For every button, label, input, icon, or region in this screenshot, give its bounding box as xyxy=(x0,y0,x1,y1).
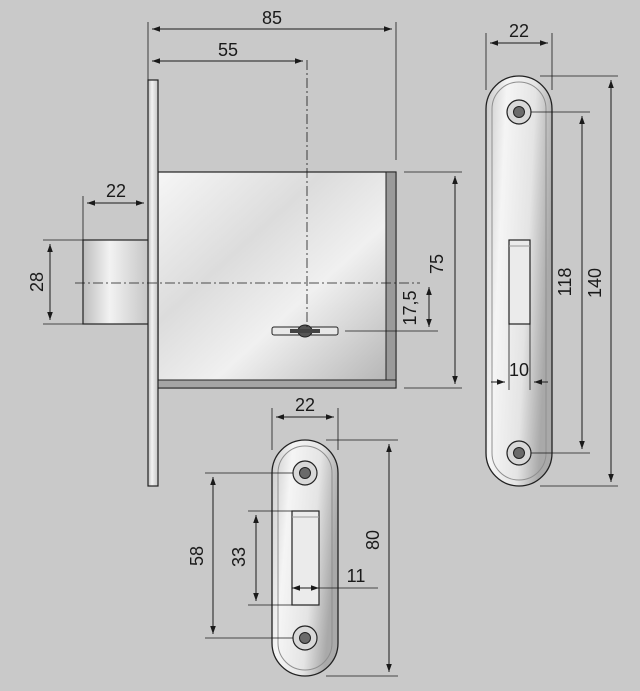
screw-hole-top xyxy=(506,99,532,125)
dim-118: 118 xyxy=(555,268,575,297)
lock-bolt xyxy=(82,239,151,325)
strike-slot-long xyxy=(508,239,531,325)
dim-22-bolt: 22 xyxy=(106,181,126,201)
dim-140: 140 xyxy=(585,268,605,298)
lock-body xyxy=(75,60,420,487)
dim-28: 28 xyxy=(27,272,47,292)
dim-80: 80 xyxy=(363,530,383,550)
strike-plate-long xyxy=(485,75,553,487)
dim-55: 55 xyxy=(218,40,238,60)
dim-10: 10 xyxy=(509,360,529,380)
dim-11: 11 xyxy=(347,566,366,586)
strike-slot-short xyxy=(291,510,320,606)
keyhole xyxy=(271,324,339,338)
dim-75: 75 xyxy=(427,254,447,274)
strike-plate-short xyxy=(271,439,339,677)
screw-hole-bottom-short xyxy=(292,625,318,651)
dim-22-plate-b: 22 xyxy=(295,395,315,415)
lock-case xyxy=(157,171,397,389)
screw-hole-bottom xyxy=(506,440,532,466)
dim-22-plate-a: 22 xyxy=(509,21,529,41)
dim-17-5: 17,5 xyxy=(400,290,420,325)
dim-85: 85 xyxy=(262,8,282,28)
dim-33: 33 xyxy=(229,547,249,567)
screw-hole-top-short xyxy=(292,460,318,486)
dim-58: 58 xyxy=(187,546,207,566)
